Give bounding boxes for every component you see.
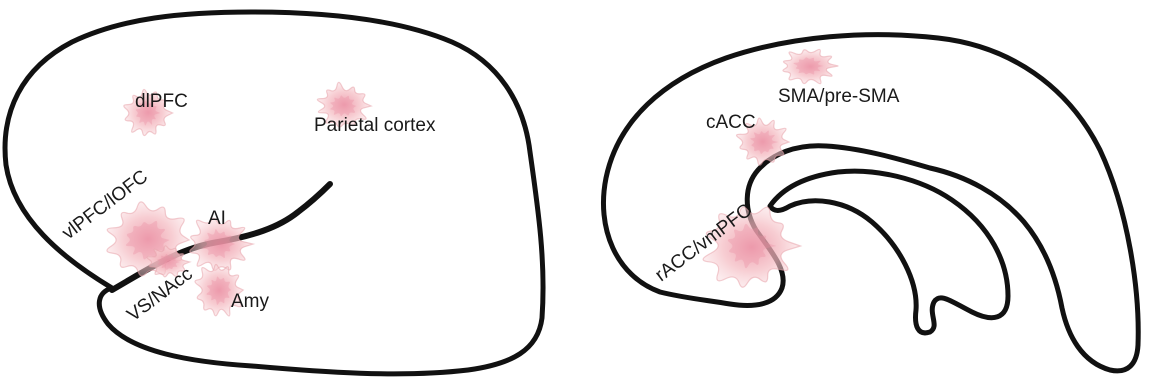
region-label-sma: SMA/pre-SMA <box>778 86 900 107</box>
region-label-cacc: cACC <box>706 112 756 133</box>
lateral-brain-outline <box>5 12 543 374</box>
region-label-dlpfc: dlPFC <box>135 91 188 112</box>
region-label-ai: AI <box>208 208 226 229</box>
region-label-amy: Amy <box>231 291 270 312</box>
corpus-callosum-outline <box>770 171 1008 333</box>
region-label-parietal: Parietal cortex <box>314 115 436 136</box>
